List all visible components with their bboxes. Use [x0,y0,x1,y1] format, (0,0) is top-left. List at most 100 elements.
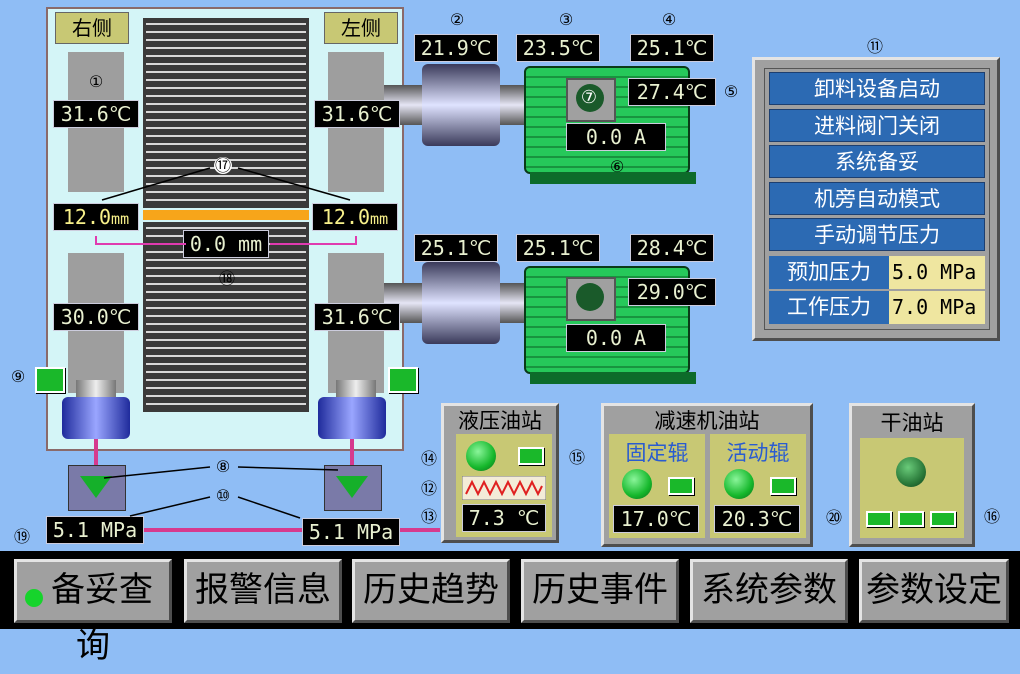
reducer-fixed-temp: 17.0℃ [613,505,699,533]
marker-14: ⑭ [420,449,437,468]
cylinder-body-right [62,397,130,439]
reducer-fixed-check[interactable] [668,477,694,495]
pipe-right [94,439,98,467]
cylinder-body-left [318,397,386,439]
coupling-bottom [422,262,500,344]
reducer-moving-check[interactable] [770,477,796,495]
roller-temp-top-right: 31.6℃ [53,100,139,128]
motor-top-temp-5: 27.4℃ [628,78,716,106]
roller-temp-bottom-left: 31.6℃ [314,303,400,331]
hydraulic-station-title: 液压油站 [458,409,542,433]
marker-16: ⑯ [983,507,1000,526]
work-pressure-label: 工作压力 [769,291,889,324]
marker-9: ⑨ [10,367,26,386]
marker-7: ⑦ [580,87,598,108]
motor-bottom-base [530,372,696,384]
dry-oil-lamp-icon[interactable] [896,457,926,487]
nav-ready-query-button[interactable]: 备妥查询 [14,559,172,666]
nav-system-params-button[interactable]: 系统参数 [690,559,848,623]
marker-2: ② [449,10,465,29]
marker-17: ⑰ [214,156,232,175]
status-item-system-ready[interactable]: 系统备妥 [769,145,985,178]
status-item-manual-pressure[interactable]: 手动调节压力 [769,218,985,251]
marker-3: ③ [558,10,574,29]
pressure-left: 5.1 MPa [302,518,400,546]
motor-bottom-temp-5: 29.0℃ [628,278,716,306]
roller-gap-bar [143,210,309,220]
status-item-local-auto-mode[interactable]: 机旁自动模式 [769,182,985,215]
pipe-left [350,439,354,467]
right-side-label: 右侧 [55,12,129,44]
nav-history-trend-button[interactable]: 历史趋势 [352,559,510,623]
hydraulic-check[interactable] [518,447,544,465]
valve-right-arrow-icon [80,476,112,498]
marker-20: ⑳ [825,508,842,527]
dry-oil-check-2[interactable] [898,511,924,527]
marker-8: ⑧ [215,457,231,476]
status-item-feed-valve-close[interactable]: 进料阀门关闭 [769,109,985,142]
left-side-label: 左侧 [324,12,398,44]
roller-temp-top-left: 31.6℃ [314,100,400,128]
reducer-fixed-lamp-icon[interactable] [622,469,652,499]
gap-left-value: 12.0 [321,205,371,229]
reducer-fixed-label: 固定辊 [625,441,689,465]
cylinder-left [336,380,376,398]
roller-drum-top [143,18,309,208]
pipe-horizontal [140,528,440,532]
hydraulic-heater-icon [462,476,546,500]
preload-pressure-label: 预加压力 [769,256,889,289]
pressure-right: 5.1 MPa [46,516,144,544]
status-item-discharge-start[interactable]: 卸料设备启动 [769,72,985,105]
nav-ready-query-label: 备妥查询 [51,570,153,666]
motor-bottom-current: 0.0 A [566,324,666,352]
reducer-moving-lamp-icon[interactable] [724,469,754,499]
marker-10: ⑩ [215,486,231,505]
valve-left-arrow-icon [336,476,368,498]
marker-19: ⑲ [13,527,30,546]
gap-right-unit: mm [111,210,130,228]
check-left[interactable] [388,367,418,393]
connector-lines [23,167,357,591]
nav-param-settings-button[interactable]: 参数设定 [859,559,1009,623]
hydraulic-pump-lamp-icon[interactable] [466,441,496,471]
marker-11: ⑪ [866,37,883,56]
roller-temp-bottom-right: 30.0℃ [53,303,139,331]
gap-left-unit: mm [370,210,389,228]
dry-oil-station-title: 干油站 [880,411,944,435]
motor-bottom-temp-3: 25.1℃ [516,234,600,262]
marker-12: ⑫ [420,479,437,498]
nav-history-events-button[interactable]: 历史事件 [521,559,679,623]
motor-bottom-temp-4: 28.4℃ [630,234,714,262]
check-right[interactable] [35,367,65,393]
marker-13: ⑬ [420,507,437,526]
marker-5: ⑤ [723,82,739,101]
motor-bottom-temp-2: 25.1℃ [414,234,498,262]
cylinder-right [76,380,116,398]
preload-pressure-value: 5.0 MPa [889,256,985,289]
marker-15: ⑮ [568,448,585,467]
marker-18: ⑱ [218,269,235,288]
gap-center: 0.0 mm [183,230,269,258]
reducer-station-title: 减速机油站 [654,409,760,433]
status-panel-inner [764,68,990,330]
motor-top-base [530,172,696,184]
nav-alarm-info-button[interactable]: 报警信息 [184,559,342,623]
motor-top-lamp-icon[interactable] [576,84,604,112]
motor-top-current: 0.0 A [566,123,666,151]
gap-right: 12.0mm [53,203,139,231]
gap-left: 12.0mm [312,203,398,231]
motor-bottom-lamp-icon[interactable] [576,283,604,311]
marker-4: ④ [661,10,677,29]
motor-top-temp-4: 25.1℃ [630,34,714,62]
marker-1: ① [88,72,104,91]
reducer-moving-label: 活动辊 [726,441,790,465]
motor-top-temp-2: 21.9℃ [414,34,498,62]
ready-lamp-icon [25,589,43,607]
gap-right-value: 12.0 [62,205,112,229]
coupling-top [422,64,500,146]
marker-6: ⑥ [609,157,625,176]
dry-oil-check-1[interactable] [866,511,892,527]
hydraulic-temp: 7.3 ℃ [462,504,546,532]
work-pressure-value: 7.0 MPa [889,291,985,324]
dry-oil-check-3[interactable] [930,511,956,527]
